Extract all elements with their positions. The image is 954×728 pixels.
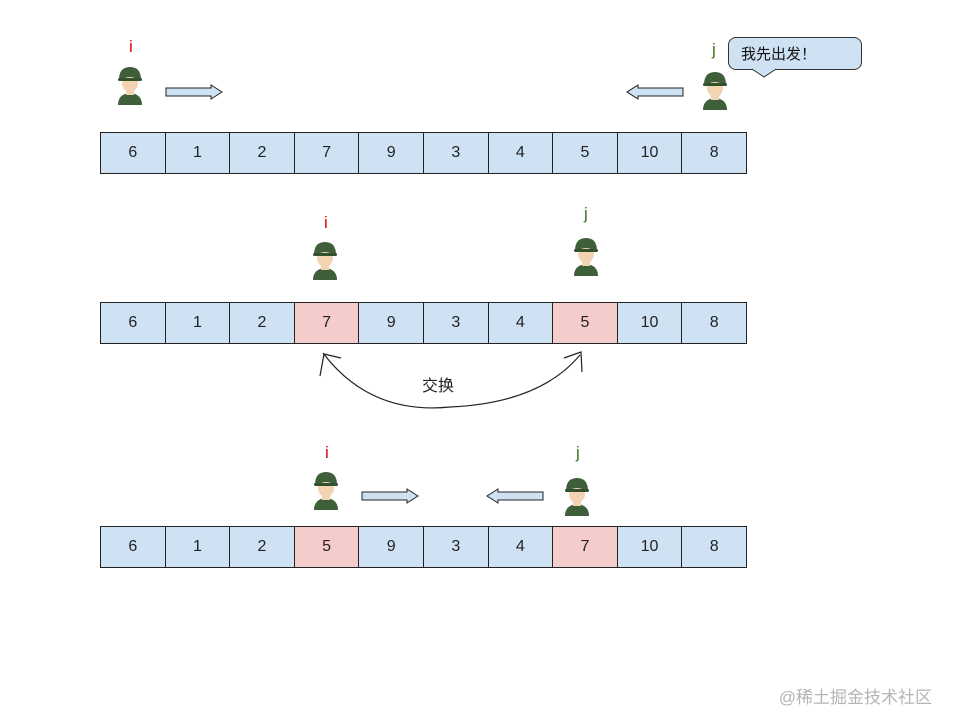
soldier-i-icon — [310, 240, 340, 280]
pointer-i-label: i — [324, 213, 328, 232]
array-cell: 1 — [165, 527, 231, 567]
arrow-left-icon — [486, 488, 544, 504]
array-cell: 10 — [617, 133, 683, 173]
arrow-right-icon — [165, 84, 223, 100]
soldier-i-icon — [115, 65, 145, 105]
array-cell: 4 — [488, 527, 554, 567]
array-cell-highlighted: 5 — [294, 527, 360, 567]
array-cell: 7 — [294, 133, 360, 173]
pointer-j-label: j — [712, 40, 716, 59]
array-cell: 9 — [359, 133, 424, 173]
array-cell: 3 — [423, 303, 489, 343]
soldier-j-icon — [562, 476, 592, 516]
speech-bubble: 我先出发！ — [728, 37, 862, 70]
array-row-step3: 6 1 2 5 9 3 4 7 10 8 — [100, 526, 747, 568]
array-cell: 5 — [553, 133, 618, 173]
array-cell: 3 — [423, 527, 489, 567]
array-cell-highlighted: 7 — [553, 527, 618, 567]
array-cell: 6 — [101, 303, 166, 343]
array-cell: 6 — [101, 133, 166, 173]
pointer-j-label: j — [584, 204, 588, 223]
array-cell: 9 — [359, 303, 424, 343]
array-cell: 4 — [488, 133, 554, 173]
array-cell-highlighted: 5 — [553, 303, 618, 343]
speech-bubble-text: 我先出发！ — [741, 46, 817, 63]
soldier-j-icon — [571, 236, 601, 276]
array-cell: 1 — [165, 303, 231, 343]
pointer-i-label: i — [325, 443, 329, 462]
array-cell: 8 — [682, 133, 746, 173]
array-cell: 9 — [359, 527, 424, 567]
array-cell: 8 — [682, 303, 746, 343]
array-cell: 2 — [230, 133, 295, 173]
pointer-j-label: j — [576, 443, 580, 462]
array-cell: 6 — [101, 527, 166, 567]
array-cell: 1 — [165, 133, 231, 173]
pointer-i-label: i — [129, 37, 133, 56]
soldier-j-icon — [700, 70, 730, 110]
array-row-step2: 6 1 2 7 9 3 4 5 10 8 — [100, 302, 747, 344]
array-cell: 10 — [617, 303, 683, 343]
speech-bubble-tail-icon — [752, 68, 776, 78]
arrow-right-icon — [361, 488, 419, 504]
array-cell: 8 — [682, 527, 746, 567]
swap-arc-arrow-icon — [319, 351, 583, 409]
soldier-i-icon — [311, 470, 341, 510]
array-cell: 2 — [230, 303, 295, 343]
array-cell-highlighted: 7 — [294, 303, 360, 343]
swap-label: 交换 — [422, 378, 455, 395]
array-row-step1: 6 1 2 7 9 3 4 5 10 8 — [100, 132, 747, 174]
array-cell: 2 — [230, 527, 295, 567]
array-cell: 3 — [423, 133, 489, 173]
watermark: @稀土掘金技术社区 — [778, 688, 932, 707]
array-cell: 10 — [617, 527, 683, 567]
array-cell: 4 — [488, 303, 554, 343]
arrow-left-icon — [626, 84, 684, 100]
